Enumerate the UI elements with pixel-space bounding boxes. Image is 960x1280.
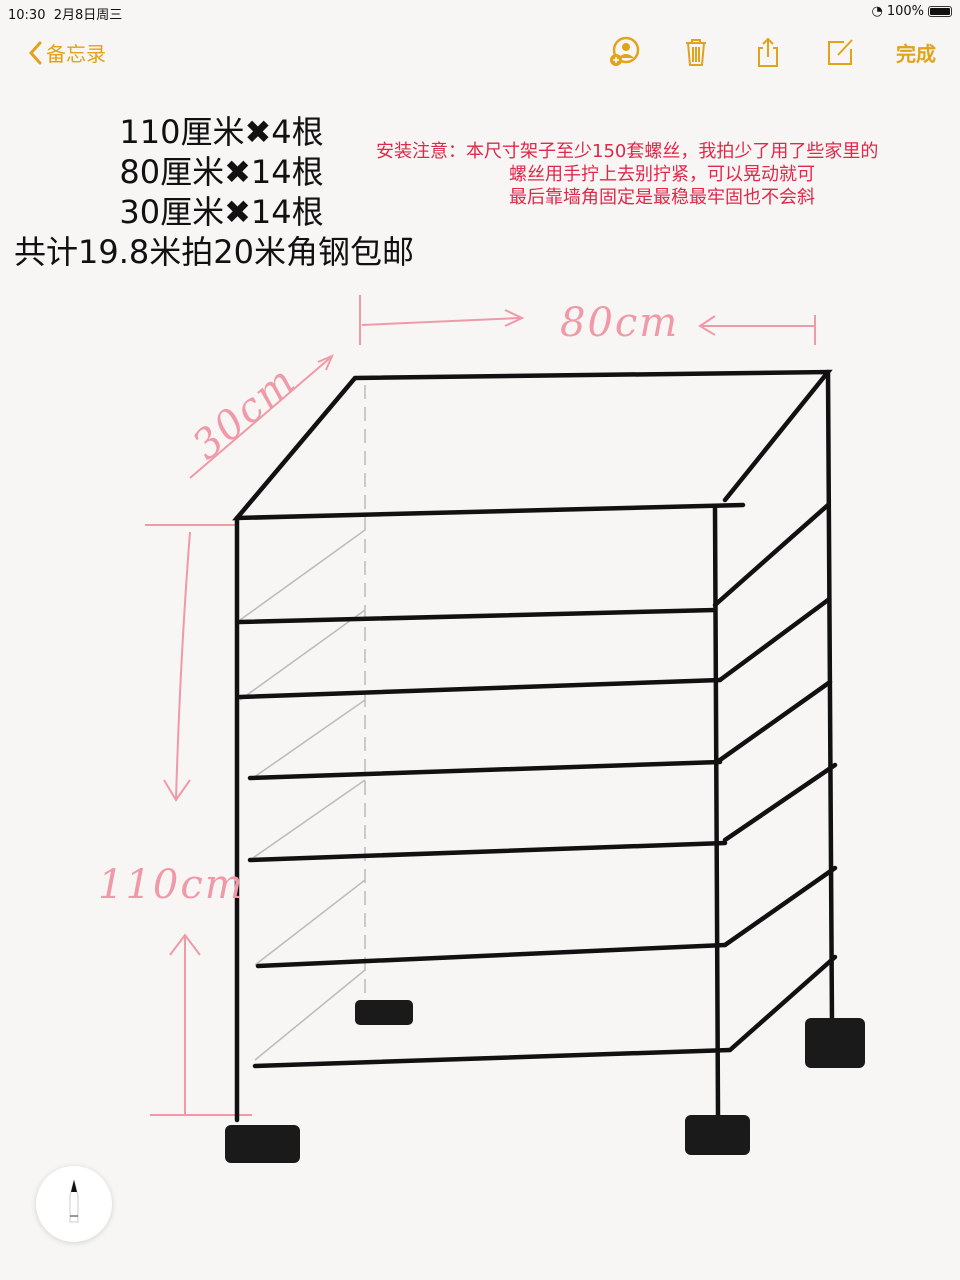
width-label: 80cm	[560, 300, 680, 346]
pencil-tool-button[interactable]	[36, 1166, 112, 1242]
material-item: 80厘米✖14根	[119, 153, 324, 191]
notice-line: 最后靠墙角固定是最稳最牢固也不会斜	[509, 187, 815, 208]
status-indicators: ◔ 100%	[871, 4, 952, 19]
battery-icon	[928, 6, 952, 17]
dimension-lines	[145, 295, 816, 1116]
materials-list: 110厘米✖4根 80厘米✖14根 30厘米✖14根 共计19.8米拍20米角钢…	[14, 112, 429, 272]
back-button[interactable]: 备忘录	[28, 38, 106, 67]
compose-icon[interactable]	[824, 36, 856, 68]
wheel-front-right	[685, 1115, 750, 1155]
done-button[interactable]: 完成	[896, 41, 936, 66]
wheel-back-right	[805, 1018, 865, 1068]
wheels	[225, 1000, 865, 1163]
material-item: 110厘米✖4根	[119, 113, 324, 151]
wheel-front-left	[225, 1125, 300, 1163]
toolbar: 完成	[608, 36, 936, 68]
chevron-left-icon	[28, 41, 42, 64]
install-notice: 安装注意：本尺寸架子至少150套螺丝，我拍少了用了些家里的 螺丝用手拧上去别拧紧…	[376, 140, 948, 209]
share-icon[interactable]	[752, 36, 784, 68]
shelf-frame	[232, 369, 838, 1123]
height-label: 110cm	[98, 862, 245, 908]
pencil-icon	[69, 1179, 79, 1223]
notice-line: 安装注意：本尺寸架子至少150套螺丝，我拍少了用了些家里的	[376, 141, 879, 162]
wheel-back-left	[355, 1000, 413, 1025]
status-time: 10:30 2月8日周三	[8, 8, 123, 23]
wifi-icon: ◔	[871, 4, 883, 19]
trash-icon[interactable]	[680, 36, 712, 68]
material-total: 共计19.8米拍20米角钢包邮	[14, 233, 414, 271]
back-label: 备忘录	[46, 42, 106, 66]
back-guides	[239, 385, 366, 1061]
notice-line: 螺丝用手拧上去别拧紧，可以晃动就可	[509, 164, 815, 185]
add-person-icon[interactable]	[608, 36, 640, 68]
battery-percent: 100%	[886, 4, 924, 19]
material-item: 30厘米✖14根	[119, 193, 324, 231]
